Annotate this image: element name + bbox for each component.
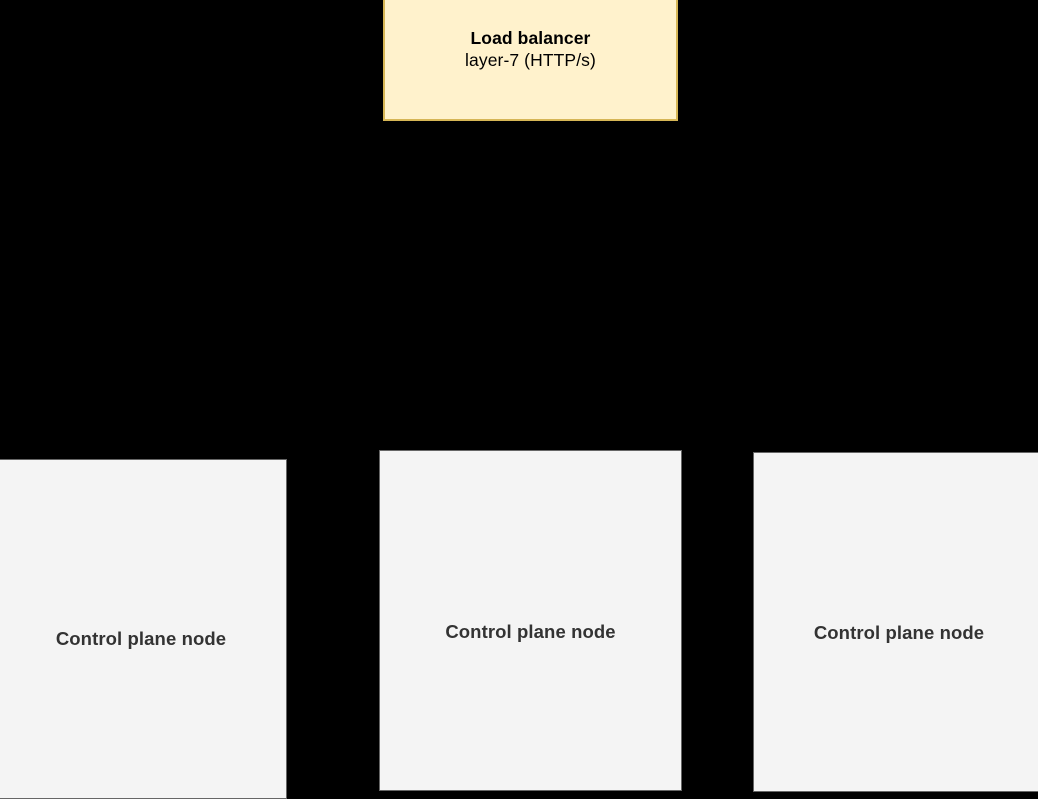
control-plane-node-3-label: Control plane node [813, 622, 985, 643]
control-plane-node-2[interactable]: Control plane node [379, 450, 682, 791]
control-plane-node-3[interactable]: Control plane node [753, 452, 1038, 792]
load-balancer-node[interactable]: Load balancer layer-7 (HTTP/s) [383, 0, 678, 121]
load-balancer-subtitle: layer-7 (HTTP/s) [465, 50, 596, 70]
load-balancer-title: Load balancer [470, 28, 591, 48]
control-plane-node-1[interactable]: Control plane node [0, 459, 287, 799]
control-plane-node-1-label: Control plane node [55, 628, 227, 649]
control-plane-node-2-label: Control plane node [445, 620, 616, 642]
